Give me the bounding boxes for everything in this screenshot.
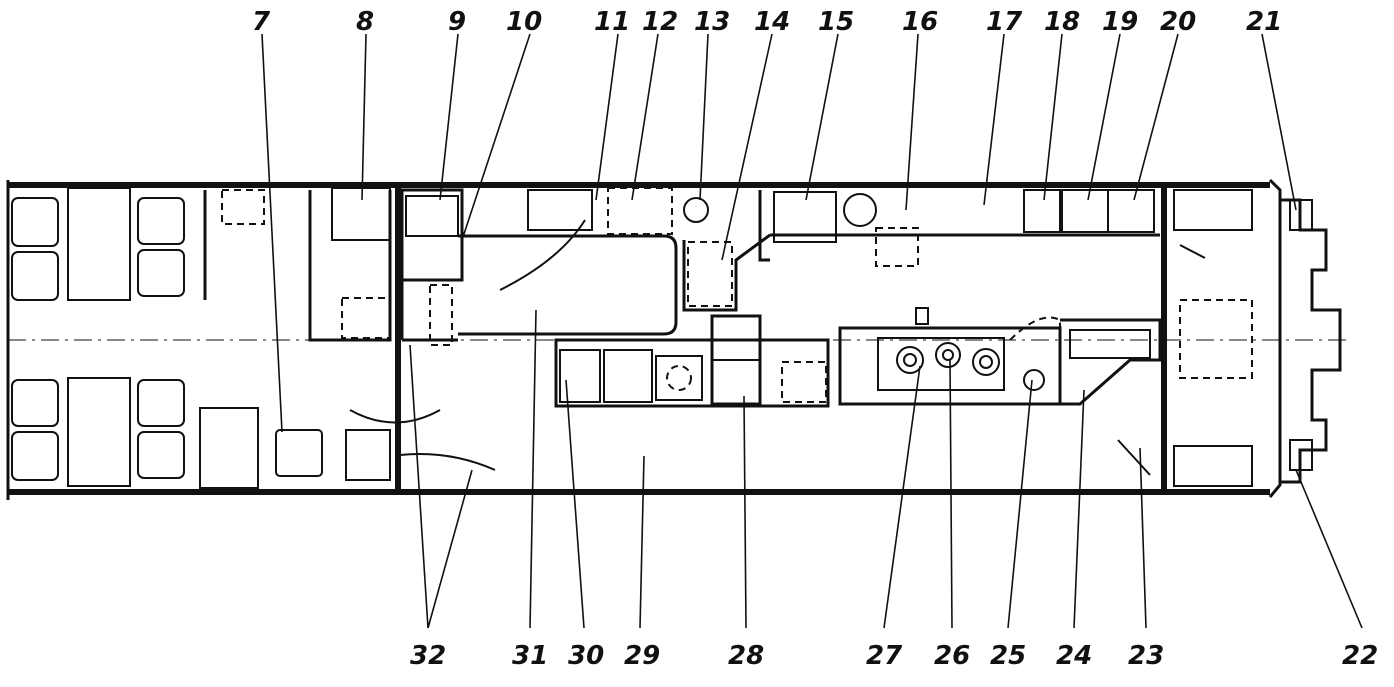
sink — [655, 355, 703, 401]
cabinet — [1173, 189, 1253, 231]
kitchen — [770, 189, 1162, 476]
seat — [137, 431, 185, 479]
stool — [843, 193, 877, 227]
stove-top — [877, 337, 1005, 391]
callout-23: 23 — [1128, 641, 1164, 671]
callouts-top: 7 8 9 10 11 12 13 14 15 16 17 18 19 20 2… — [252, 7, 1282, 37]
callout-26: 26 — [934, 641, 970, 671]
callout-31: 31 — [512, 641, 548, 671]
seat — [11, 379, 59, 427]
washbasin — [683, 197, 709, 223]
callout-21: 21 — [1246, 7, 1282, 37]
callout-18: 18 — [1044, 7, 1080, 37]
cabinet — [1061, 189, 1109, 233]
callout-19: 19 — [1102, 7, 1138, 37]
callout-11: 11 — [594, 7, 630, 37]
valve — [915, 307, 929, 325]
callout-15: 15 — [818, 7, 854, 37]
callout-17: 17 — [986, 7, 1023, 37]
tap — [1023, 369, 1045, 391]
seat — [11, 251, 59, 301]
vestibule — [1161, 185, 1342, 492]
callout-24: 24 — [1056, 641, 1092, 671]
seat — [275, 429, 323, 477]
door-swing-arc — [499, 219, 586, 291]
cabinet — [773, 191, 837, 243]
seat — [137, 379, 185, 427]
cabinet — [1069, 329, 1151, 359]
callout-13: 13 — [694, 7, 730, 37]
dashed-fixture — [687, 241, 733, 307]
cabinet — [527, 189, 593, 231]
dashed-fixture — [1179, 299, 1253, 379]
callout-14: 14 — [754, 7, 790, 37]
burner — [896, 346, 924, 374]
callout-28: 28 — [728, 641, 764, 671]
dashed-fixture — [607, 187, 673, 235]
dashed-fixture — [429, 284, 453, 346]
cabinet — [345, 429, 391, 481]
central-area — [458, 187, 837, 408]
buffer — [1289, 199, 1313, 231]
callout-9: 9 — [448, 7, 466, 37]
counter — [554, 338, 830, 408]
callout-12: 12 — [642, 7, 678, 37]
callout-7: 7 — [252, 7, 271, 37]
callout-16: 16 — [902, 7, 938, 37]
callout-20: 20 — [1160, 7, 1196, 37]
table — [67, 187, 131, 301]
leader-lines — [261, 33, 1363, 629]
cabinet — [1023, 189, 1061, 233]
drawer-unit — [603, 349, 653, 403]
callout-30: 30 — [568, 641, 604, 671]
burner — [935, 342, 961, 368]
callout-22: 22 — [1342, 641, 1378, 671]
callout-29: 29 — [624, 641, 660, 671]
seat — [137, 197, 185, 245]
callout-27: 27 — [866, 641, 903, 671]
cabinet — [1173, 445, 1253, 487]
buffer — [1289, 439, 1313, 471]
callout-10: 10 — [506, 7, 542, 37]
cabinet — [331, 187, 391, 241]
dashed-fixture — [781, 361, 827, 403]
callout-8: 8 — [356, 7, 374, 37]
door-swing-arc — [399, 453, 496, 471]
service-block — [399, 188, 496, 471]
seat — [11, 431, 59, 481]
callouts-bottom: 32 31 30 29 28 27 26 25 24 23 22 — [410, 641, 1378, 671]
table — [67, 377, 131, 487]
callout-25: 25 — [990, 641, 1026, 671]
dashed-fixture — [875, 227, 919, 267]
seating-compartment — [11, 185, 441, 492]
burner — [972, 348, 1000, 376]
dashed-fixture — [221, 189, 265, 225]
cabinet — [199, 407, 259, 489]
dashed-fixture — [341, 297, 391, 339]
seat — [137, 249, 185, 297]
callout-32: 32 — [410, 641, 446, 671]
drawer-unit — [559, 349, 601, 403]
cabinet — [1107, 189, 1155, 233]
fixture — [405, 195, 459, 237]
seat — [11, 197, 59, 247]
